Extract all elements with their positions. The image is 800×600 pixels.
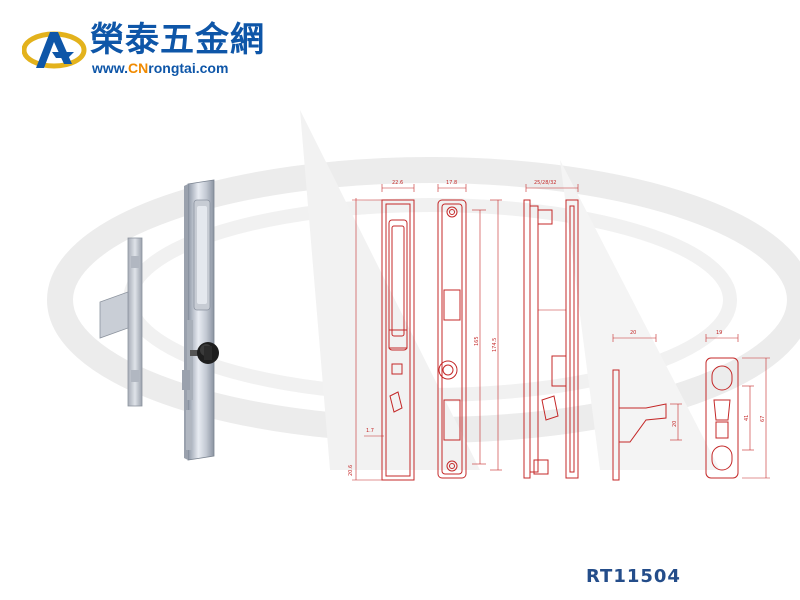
dim-keeper-height: 20 bbox=[672, 421, 678, 427]
url-prefix: www. bbox=[92, 60, 129, 76]
technical-drawing: 22.6 20.6 1.7 17.8 165 bbox=[348, 180, 770, 481]
dim-mid-height: 174.5 bbox=[492, 338, 498, 352]
side-view: 17.8 165 174.5 bbox=[437, 180, 502, 479]
company-logo[interactable]: 榮泰五金網 www.CNrongtai.com bbox=[22, 20, 272, 80]
product-photo bbox=[99, 179, 219, 461]
logo-emblem-icon bbox=[22, 31, 87, 69]
strike-plate bbox=[99, 237, 143, 407]
dim-strike-width: 19 bbox=[716, 330, 722, 336]
url-highlight: CN bbox=[128, 60, 149, 76]
dim-inner-height: 165 bbox=[474, 336, 480, 346]
profile-view: 25/28/32 bbox=[523, 180, 579, 479]
dim-offset: 1.7 bbox=[366, 428, 374, 434]
model-number: RT11504 bbox=[586, 566, 681, 587]
dim-keeper-width: 20 bbox=[630, 330, 636, 336]
dim-front-width: 22.6 bbox=[392, 180, 403, 186]
dim-side-width: 17.8 bbox=[446, 180, 457, 186]
thumb-turn-knob bbox=[190, 342, 219, 364]
dim-strike-height: 67 bbox=[760, 416, 766, 422]
company-url[interactable]: www.CNrongtai.com bbox=[92, 60, 228, 76]
strike-view: 19 41 67 bbox=[705, 330, 770, 479]
dim-total-height: 20.6 bbox=[348, 465, 354, 476]
company-name: 榮泰五金網 bbox=[90, 20, 265, 60]
dim-strike-inner: 41 bbox=[744, 415, 750, 421]
front-view: 22.6 20.6 1.7 bbox=[348, 180, 415, 481]
dim-depth: 25/28/32 bbox=[534, 180, 556, 186]
lock-body bbox=[182, 179, 215, 461]
keeper-view: 20 20 bbox=[612, 330, 682, 481]
url-suffix: rongtai.com bbox=[148, 60, 229, 76]
